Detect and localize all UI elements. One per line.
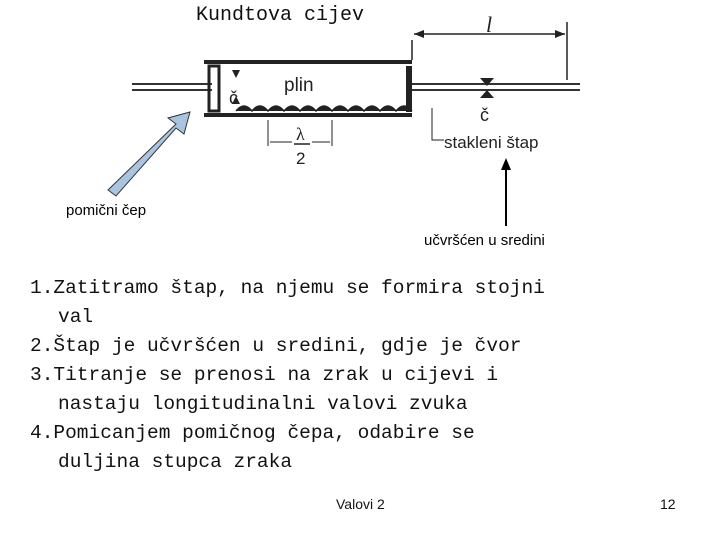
wavelength-numerator: λ bbox=[296, 124, 305, 144]
fixed-pointer-head bbox=[501, 158, 511, 170]
step-text: 1.Zatitramo štap, na njemu se formira st… bbox=[30, 277, 545, 299]
clamp-marker-top bbox=[480, 78, 494, 86]
length-arrow-right bbox=[555, 30, 565, 38]
length-label: l bbox=[486, 12, 492, 37]
step-text-continued: val bbox=[58, 306, 94, 328]
steps-list: 1.Zatitramo štap, na njemu se formira st… bbox=[30, 274, 670, 477]
wavelength-denominator: 2 bbox=[296, 149, 305, 168]
list-item: 3.Titranje se prenosi na zrak u cijevi i… bbox=[30, 361, 670, 419]
tube-top-wall bbox=[204, 60, 412, 64]
node-marker-left-bottom bbox=[232, 96, 240, 104]
piston-label: pomični čep bbox=[66, 202, 147, 219]
list-item: 2.Štap je učvršćen u sredini, gdje je čv… bbox=[30, 332, 670, 361]
rod-label: stakleni štap bbox=[444, 133, 539, 152]
step-text: 2.Štap je učvršćen u sredini, gdje je čv… bbox=[30, 335, 522, 357]
slide-title: Kundtova cijev bbox=[196, 4, 365, 27]
step-text: 4.Pomicanjem pomičnog čepa, odabire se bbox=[30, 422, 475, 444]
rod-label-leader bbox=[431, 108, 444, 141]
node-label-right: č bbox=[480, 105, 489, 125]
length-arrow-left bbox=[414, 30, 424, 38]
piston bbox=[207, 64, 221, 113]
step-text: 3.Titranje se prenosi na zrak u cijevi i bbox=[30, 364, 499, 386]
footer-title: Valovi 2 bbox=[336, 496, 385, 512]
tube-bottom-wall bbox=[204, 113, 412, 117]
clamp-marker-bottom bbox=[480, 90, 494, 98]
step-text-continued: duljina stupca zraka bbox=[58, 451, 293, 473]
page-number: 12 bbox=[660, 496, 676, 512]
gas-label: plin bbox=[284, 75, 314, 96]
piston-pointer-arrow bbox=[107, 111, 191, 197]
step-text-continued: nastaju longitudinalni valovi zvuka bbox=[58, 393, 468, 415]
tube-end bbox=[406, 66, 412, 112]
kundt-tube-diagram: plin l č č λ 2 stakleni štap bbox=[107, 12, 580, 226]
list-item: 1.Zatitramo štap, na njemu se formira st… bbox=[30, 274, 670, 332]
list-item: 4.Pomicanjem pomičnog čepa, odabire se d… bbox=[30, 419, 670, 477]
dust-ripples bbox=[235, 105, 413, 113]
node-marker-left-top bbox=[232, 70, 240, 78]
node-label-left: č bbox=[229, 88, 238, 108]
fixed-point-label: učvršćen u sredini bbox=[424, 232, 545, 249]
